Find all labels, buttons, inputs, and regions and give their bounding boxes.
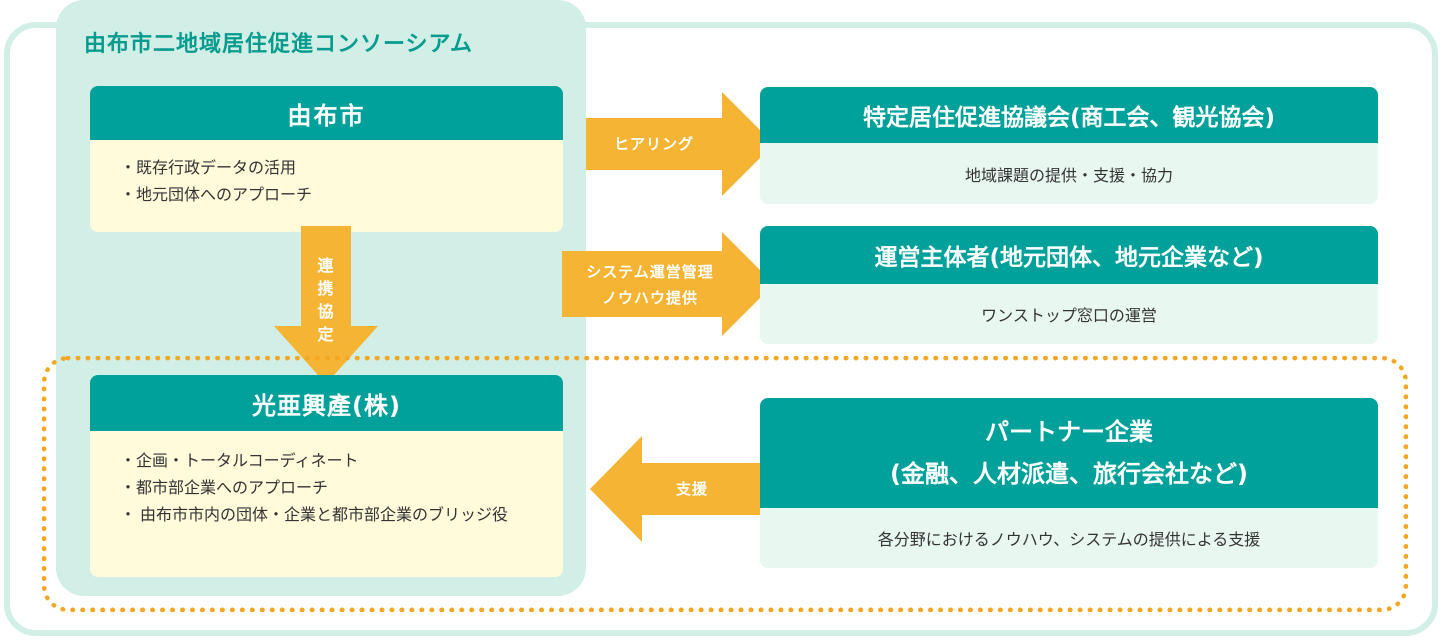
- bullet-dot: ・: [120, 505, 137, 524]
- kouakosan-body: ・企画・トータルコーディネート ・都市部企業へのアプローチ ・ 由布市市内の団体…: [90, 431, 563, 577]
- hearing-arrow-label: ヒアリング: [613, 135, 694, 153]
- operator-title: 運営主体者(地元団体、地元企業など): [760, 226, 1378, 284]
- coop-arrow-label: 連 携 協 定: [302, 254, 350, 346]
- council-title: 特定居住促進協議会(商工会、観光協会): [760, 87, 1378, 143]
- system-arrow-icon: [562, 232, 774, 336]
- kouakosan-item-approach: ・都市部企業へのアプローチ: [120, 478, 329, 497]
- support-arrow-icon: [590, 436, 760, 542]
- yufu-item-data: ・既存行政データの活用: [120, 158, 297, 177]
- coop-char: 携: [317, 279, 335, 298]
- system-arrow-line2: ノウハウ提供: [601, 289, 698, 307]
- coop-char: 定: [317, 325, 335, 344]
- hearing-arrow-icon: [586, 92, 774, 196]
- kouakosan-item-bridge: ・ 由布市市内の団体・企業と都市部企業のブリッジ役: [120, 501, 520, 528]
- dotted-frame: [42, 356, 1408, 612]
- partner-title: パートナー企業 (金融、人材派遣、旅行会社など): [760, 398, 1378, 508]
- consortium-title: 由布市二地域居住促進コンソーシアム: [84, 32, 474, 57]
- kouakosan-title: 光亜興產(株): [90, 375, 563, 431]
- yufu-item-approach: ・地元団体へのアプローチ: [120, 185, 313, 204]
- operator-body: ワンストップ窓口の運営: [760, 284, 1378, 344]
- partner-title-line2: (金融、人材派遣、旅行会社など): [890, 460, 1248, 488]
- coop-char: 連: [317, 256, 335, 275]
- support-arrow-label: 支援: [675, 480, 708, 498]
- yufu-city-body: ・既存行政データの活用 ・地元団体へのアプローチ: [90, 140, 563, 232]
- kouakosan-item-planning: ・企画・トータルコーディネート: [120, 451, 359, 470]
- council-body: 地域課題の提供・支援・協力: [760, 143, 1378, 204]
- partner-title-line1: パートナー企業: [985, 418, 1153, 446]
- yufu-city-title: 由布市: [90, 86, 563, 140]
- partner-body: 各分野におけるノウハウ、システムの提供による支援: [760, 508, 1378, 568]
- bridge-text: 由布市市内の団体・企業と都市部企業のブリッジ役: [140, 505, 509, 524]
- system-arrow-label: システム運営管理 ノウハウ提供: [562, 259, 738, 311]
- system-arrow-line1: システム運営管理: [586, 263, 714, 281]
- coop-arrow-icon: [274, 226, 378, 384]
- coop-char: 協: [317, 302, 335, 321]
